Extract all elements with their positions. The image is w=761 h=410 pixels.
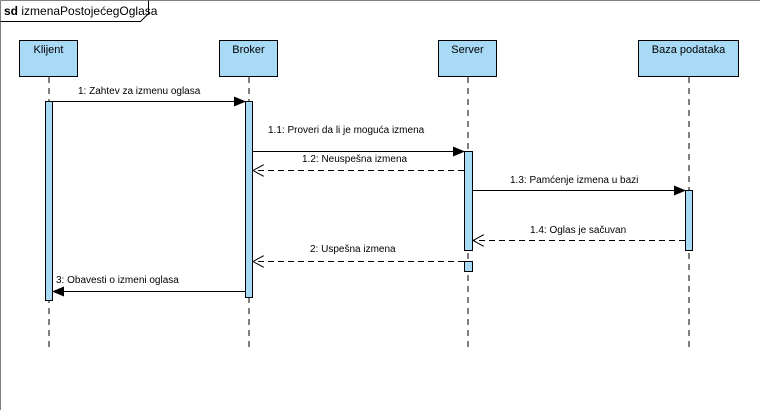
participant-klijent[interactable]: Klijent bbox=[19, 40, 78, 77]
participant-label: Broker bbox=[232, 44, 265, 56]
participant-server[interactable]: Server bbox=[438, 40, 497, 77]
message-1[interactable]: 1: Zahtev za izmenu oglasa bbox=[53, 86, 246, 107]
frame-tab bbox=[0, 0, 149, 22]
participant-label: Klijent bbox=[34, 44, 64, 56]
message-label: 3: Obavesti o izmeni oglasa bbox=[56, 275, 179, 286]
activation-broker[interactable] bbox=[245, 101, 253, 298]
participant-broker[interactable]: Broker bbox=[219, 40, 278, 77]
activation-klijent[interactable] bbox=[45, 101, 53, 301]
message-1-4[interactable]: 1.4: Oglas je sačuvan bbox=[473, 225, 685, 241]
lifelines bbox=[48, 77, 690, 350]
message-label: 1.3: Pamćenje izmena u bazi bbox=[510, 175, 638, 186]
message-1-3[interactable]: 1.3: Pamćenje izmena u bazi bbox=[473, 175, 686, 196]
activation-server-return[interactable] bbox=[464, 261, 473, 272]
message-label: 1.4: Oglas je sačuvan bbox=[530, 225, 626, 236]
message-3[interactable]: 3: Obavesti o izmeni oglasa bbox=[52, 275, 245, 297]
message-1-1[interactable]: 1.1: Proveri da li je moguća izmena bbox=[253, 125, 465, 157]
participant-label: Server bbox=[451, 44, 484, 56]
activation-baza[interactable] bbox=[685, 190, 693, 251]
message-label: 2: Uspešna izmena bbox=[310, 244, 396, 255]
message-label: 1.1: Proveri da li je moguća izmena bbox=[268, 125, 425, 136]
message-label: 1: Zahtev za izmenu oglasa bbox=[78, 86, 201, 97]
frame-title: sd izmenaPostojećegOglasa bbox=[4, 4, 158, 18]
message-1-2[interactable]: 1.2: Neuspešna izmena bbox=[253, 154, 464, 171]
activations bbox=[45, 101, 693, 301]
message-2[interactable]: 2: Uspešna izmena bbox=[253, 244, 464, 262]
participant-label: Baza podataka bbox=[652, 44, 726, 56]
message-label: 1.2: Neuspešna izmena bbox=[302, 154, 408, 165]
participant-baza[interactable]: Baza podataka bbox=[638, 40, 739, 77]
activation-server[interactable] bbox=[464, 151, 473, 251]
